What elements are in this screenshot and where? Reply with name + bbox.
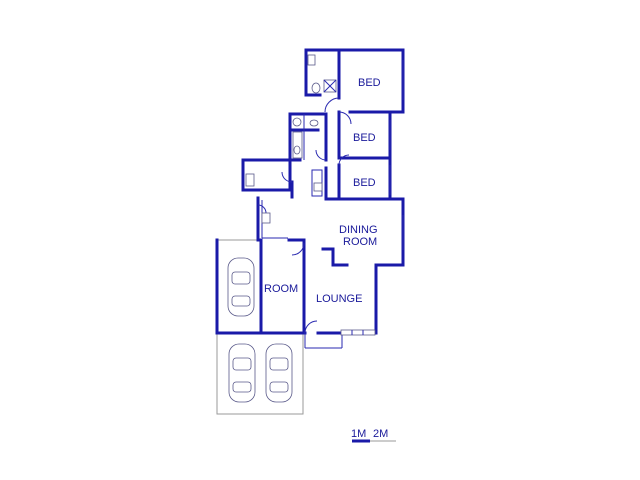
- room-label-room: ROOM: [264, 283, 298, 295]
- car-icon: [228, 343, 256, 403]
- bathroom-fixtures: [245, 54, 337, 224]
- doors: [257, 97, 352, 334]
- scale-bar: 1M 2M: [351, 428, 396, 443]
- room-label-bed-3: BED: [353, 177, 376, 189]
- car-icon: [265, 343, 293, 403]
- room-label-bed-1: BED: [358, 77, 381, 89]
- room-label-lounge: LOUNGE: [316, 293, 362, 305]
- scale-label-1m: 1M: [351, 428, 366, 440]
- car-icon: [227, 257, 255, 317]
- room-label-dining-2: ROOM: [343, 236, 377, 248]
- room-label-bed-2: BED: [353, 132, 376, 144]
- room-label-dining: DINING: [339, 224, 378, 236]
- scale-label-2m: 2M: [373, 428, 388, 440]
- interior-lines: [261, 60, 404, 349]
- windows: [340, 329, 376, 336]
